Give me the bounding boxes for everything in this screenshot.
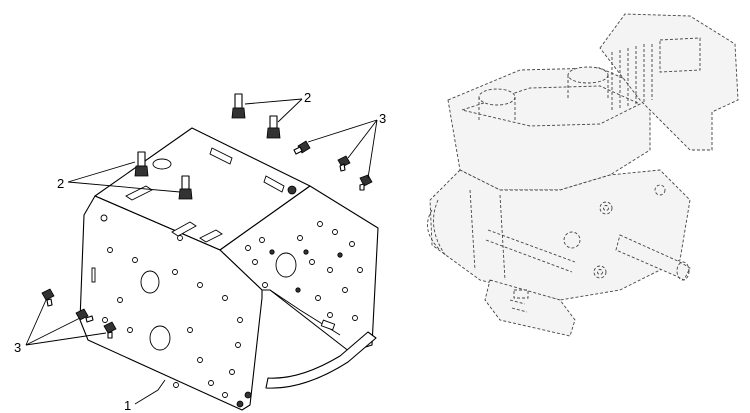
fitting-part-2-a [231,93,246,119]
bolt-part-3-d [41,288,55,307]
fitting-part-2-c [134,151,149,177]
bolt-part-3-f [103,321,117,339]
callout-part-2-left: 2 [57,176,64,191]
bolt-part-3-b [337,155,351,172]
frame-housing [79,127,379,411]
callout-part-3-left: 3 [14,340,21,355]
leader-lines [25,98,378,405]
fitting-part-2-b [266,115,281,139]
callout-part-1: 1 [124,398,131,413]
bolt-part-3-c [359,174,373,191]
callout-part-3-top: 3 [379,111,386,126]
bolt-part-3-a [293,140,311,155]
callout-part-2-top: 2 [304,90,311,105]
engine-phantom-outline [427,13,739,337]
fitting-part-2-d [178,175,193,200]
bolt-part-3-e [75,308,94,323]
